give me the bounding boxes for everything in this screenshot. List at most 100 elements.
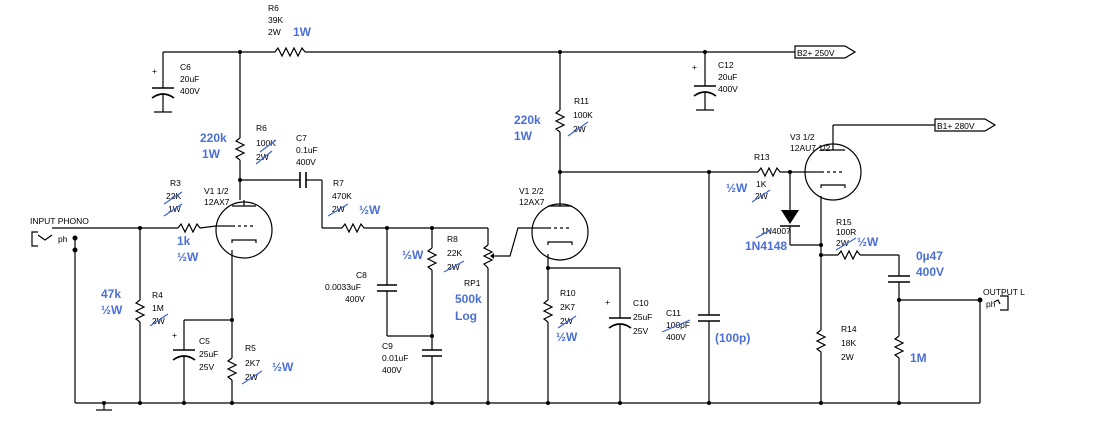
svg-text:100K: 100K (256, 138, 276, 148)
tube-v1-half-2: V1 2/2 12AX7 (519, 186, 589, 268)
svg-text:R3: R3 (170, 178, 181, 188)
svg-text:C8: C8 (356, 270, 367, 280)
svg-text:R6: R6 (268, 3, 279, 13)
tube-v1-half-1: V1 1/2 12AX7 (204, 186, 273, 259)
svg-text:400V: 400V (382, 365, 402, 375)
svg-text:Log: Log (455, 309, 477, 323)
svg-text:2K7: 2K7 (245, 358, 260, 368)
svg-text:RP1: RP1 (464, 278, 481, 288)
svg-text:39K: 39K (268, 15, 283, 25)
resistor-r15: R15 100R 2W ½W (821, 217, 900, 276)
svg-text:1N4007: 1N4007 (761, 226, 791, 236)
svg-text:1N4148: 1N4148 (745, 239, 787, 253)
b2-rail-label: B2+ 250V (797, 48, 835, 58)
ground-bus (75, 401, 980, 411)
svg-text:+: + (152, 66, 157, 76)
capacitor-c11: C11 100pF 400V (100p) (661, 172, 750, 403)
svg-text:R14: R14 (841, 324, 857, 334)
potentiometer-rp1[interactable]: RP1 500k Log (455, 228, 500, 403)
tube-v3-half: V3 1/2 12AU7 1/2 (790, 125, 862, 255)
svg-text:C9: C9 (382, 341, 393, 351)
resistor-r11: R11 100K 2W 220k 1W (514, 52, 593, 200)
svg-text:25uF: 25uF (633, 312, 652, 322)
svg-text:22K: 22K (166, 191, 181, 201)
resistor-r13: R13 1K 2W ½W (726, 152, 808, 203)
svg-text:2K7: 2K7 (560, 302, 575, 312)
svg-text:18K: 18K (841, 338, 856, 348)
svg-text:0.01uF: 0.01uF (382, 353, 408, 363)
output-jack[interactable]: OUTPUT L ph (899, 287, 1025, 403)
resistor-r10: R10 2K7 2W ½W (542, 267, 620, 403)
capacitor-c7: C7 0.1uF 400V (240, 133, 322, 188)
capacitor-c9: C9 0.01uF 400V (382, 341, 442, 403)
svg-text:INPUT PHONO: INPUT PHONO (30, 216, 89, 226)
svg-text:1M: 1M (910, 351, 927, 365)
svg-text:1M: 1M (152, 303, 164, 313)
svg-text:½W: ½W (857, 235, 879, 249)
svg-text:R6: R6 (256, 123, 267, 133)
resistor-r5: R5 2K7 2W ½W (226, 320, 294, 403)
svg-text:12AX7: 12AX7 (204, 197, 230, 207)
svg-text:47k: 47k (101, 287, 121, 301)
b1-rail: B1+ 280V (833, 118, 997, 132)
svg-text:R11: R11 (574, 96, 589, 106)
svg-text:470K: 470K (332, 191, 352, 201)
svg-text:½W: ½W (272, 360, 294, 374)
svg-text:½W: ½W (101, 303, 123, 317)
svg-text:400V: 400V (916, 265, 944, 279)
capacitor-c5: + C5 25uF 25V (172, 258, 233, 403)
svg-text:2W: 2W (560, 316, 573, 326)
svg-text:OUTPUT L: OUTPUT L (983, 287, 1025, 297)
svg-text:+: + (172, 330, 177, 340)
svg-text:+: + (692, 62, 697, 72)
svg-text:ph: ph (986, 299, 996, 309)
svg-text:220k: 220k (514, 113, 541, 127)
svg-text:C10: C10 (633, 298, 649, 308)
capacitor-c10: + C10 25uF 25V (605, 268, 652, 403)
svg-text:V1 1/2: V1 1/2 (204, 186, 229, 196)
svg-text:100R: 100R (836, 227, 856, 237)
svg-text:25V: 25V (633, 326, 648, 336)
svg-text:C6: C6 (180, 62, 191, 72)
svg-text:1W: 1W (293, 25, 312, 39)
svg-text:0µ47: 0µ47 (916, 249, 943, 263)
svg-text:400V: 400V (345, 294, 365, 304)
svg-text:400V: 400V (296, 157, 316, 167)
svg-text:½W: ½W (359, 203, 381, 217)
svg-text:0.0033uF: 0.0033uF (325, 282, 361, 292)
svg-text:2W: 2W (841, 352, 854, 362)
svg-text:R13: R13 (754, 152, 770, 162)
svg-text:C7: C7 (296, 133, 307, 143)
svg-text:R4: R4 (152, 290, 163, 300)
svg-text:½W: ½W (402, 248, 424, 262)
svg-text:400V: 400V (180, 86, 200, 96)
resistor-r8: R8 22K 2W ½W (402, 228, 465, 350)
b1-rail-label: B1+ 280V (937, 121, 975, 131)
svg-text:2W: 2W (836, 238, 849, 248)
input-jack[interactable]: INPUT PHONO ph (30, 216, 178, 403)
svg-text:(100p): (100p) (715, 331, 750, 345)
svg-text:½W: ½W (177, 250, 199, 264)
svg-text:2W: 2W (245, 372, 258, 382)
resistor-r6-top: R6 39K 2W 1W (268, 3, 312, 58)
svg-text:V1 2/2: V1 2/2 (519, 186, 544, 196)
diode-d1: 1N4007 1N4148 (745, 172, 821, 253)
svg-text:C5: C5 (199, 336, 210, 346)
svg-text:V3 1/2: V3 1/2 (790, 132, 815, 142)
svg-text:20uF: 20uF (180, 74, 199, 84)
svg-text:C12: C12 (718, 60, 734, 70)
svg-text:R8: R8 (447, 234, 458, 244)
svg-text:22K: 22K (447, 248, 462, 258)
resistor-output-1m: 1M (893, 300, 927, 403)
capacitor-c8: C8 0.0033uF 400V (325, 228, 432, 337)
capacitor-c6: + C6 20uF 400V (151, 52, 200, 113)
svg-text:R7: R7 (333, 178, 344, 188)
svg-text:2W: 2W (256, 152, 269, 162)
svg-text:C11: C11 (666, 308, 681, 318)
b2-rail: B2+ 250V (163, 45, 857, 59)
svg-text:½W: ½W (726, 181, 748, 195)
svg-text:1k: 1k (177, 234, 191, 248)
svg-text:400V: 400V (666, 332, 686, 342)
